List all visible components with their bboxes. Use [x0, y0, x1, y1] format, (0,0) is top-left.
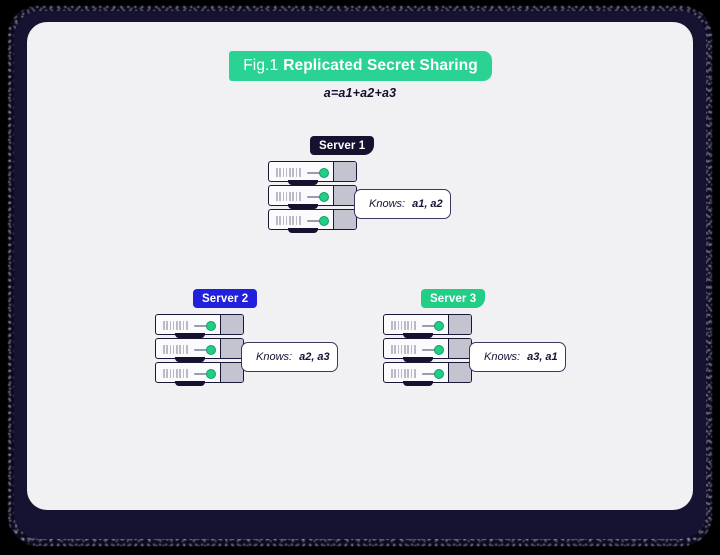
status-led-icon: [319, 167, 329, 178]
status-lead-line: [307, 172, 321, 175]
status-led-icon: [434, 344, 444, 355]
status-lead-line: [422, 373, 436, 376]
server-unit-body: [268, 209, 357, 230]
knows-value: a2, a3: [299, 351, 330, 363]
vent-icon: [163, 345, 188, 354]
server-unit-body: [383, 362, 472, 383]
server-unit-foot: [175, 332, 205, 338]
status-led-icon: [319, 215, 329, 226]
server-unit: [268, 185, 357, 209]
server-unit: [155, 362, 244, 386]
status-lead-line: [194, 325, 208, 328]
server-badge-1: Server 1: [310, 136, 375, 155]
knows-label: Knows:: [484, 351, 521, 363]
server-rack-1: [268, 161, 357, 233]
vent-icon: [163, 369, 188, 378]
figure-title-banner: Fig.1 Replicated Secret Sharing: [229, 51, 492, 81]
knows-callout-2: Knows: a2, a3: [241, 342, 338, 372]
knows-label: Knows:: [256, 351, 293, 363]
server-rack-3: [383, 314, 472, 386]
server-unit-body: [268, 185, 357, 206]
status-led-icon: [434, 368, 444, 379]
status-lead-line: [194, 349, 208, 352]
server-badge-2: Server 2: [193, 289, 258, 308]
server-unit: [383, 314, 472, 338]
server-side-panel: [448, 315, 471, 334]
figure-card: Fig.1 Replicated Secret Sharing a=a1+a2+…: [27, 22, 693, 510]
status-lead-line: [422, 349, 436, 352]
status-led-icon: [206, 320, 216, 331]
figure-number: Fig.1: [243, 57, 279, 74]
knows-value: a3, a1: [527, 351, 558, 363]
server-unit-body: [383, 338, 472, 359]
server-unit-foot: [403, 356, 433, 362]
knows-callout-1: Knows: a1, a2: [354, 189, 451, 219]
status-led-icon: [206, 368, 216, 379]
status-lead-line: [194, 373, 208, 376]
server-unit-foot: [403, 332, 433, 338]
server-side-panel: [333, 210, 356, 229]
server-unit: [383, 338, 472, 362]
server-badge-3: Server 3: [421, 289, 486, 308]
knows-callout-3: Knows: a3, a1: [469, 342, 566, 372]
server-unit-foot: [175, 380, 205, 386]
server-side-panel: [220, 363, 243, 382]
server-unit-foot: [288, 179, 318, 185]
server-side-panel: [333, 162, 356, 181]
status-led-icon: [206, 344, 216, 355]
secret-sharing-equation: a=a1+a2+a3: [323, 86, 397, 100]
server-unit-body: [383, 314, 472, 335]
server-unit: [155, 338, 244, 362]
status-led-icon: [319, 191, 329, 202]
server-unit-body: [155, 314, 244, 335]
server-side-panel: [220, 315, 243, 334]
server-unit-body: [155, 362, 244, 383]
server-unit-foot: [175, 356, 205, 362]
vent-icon: [163, 321, 188, 330]
server-side-panel: [220, 339, 243, 358]
status-lead-line: [307, 196, 321, 199]
vent-icon: [391, 369, 416, 378]
server-unit: [155, 314, 244, 338]
server-side-panel: [333, 186, 356, 205]
vent-icon: [391, 345, 416, 354]
server-unit: [268, 209, 357, 233]
server-unit-body: [155, 338, 244, 359]
vent-icon: [276, 168, 301, 177]
server-side-panel: [448, 339, 471, 358]
server-unit-body: [268, 161, 357, 182]
knows-label: Knows:: [369, 198, 406, 210]
server-unit-foot: [403, 380, 433, 386]
vent-icon: [276, 216, 301, 225]
knows-value: a1, a2: [412, 198, 443, 210]
server-rack-2: [155, 314, 244, 386]
figure-title: Replicated Secret Sharing: [283, 57, 478, 74]
status-led-icon: [434, 320, 444, 331]
server-side-panel: [448, 363, 471, 382]
status-lead-line: [422, 325, 436, 328]
server-unit-foot: [288, 227, 318, 233]
vent-icon: [391, 321, 416, 330]
server-unit: [268, 161, 357, 185]
status-lead-line: [307, 220, 321, 223]
server-unit-foot: [288, 203, 318, 209]
vent-icon: [276, 192, 301, 201]
server-unit: [383, 362, 472, 386]
